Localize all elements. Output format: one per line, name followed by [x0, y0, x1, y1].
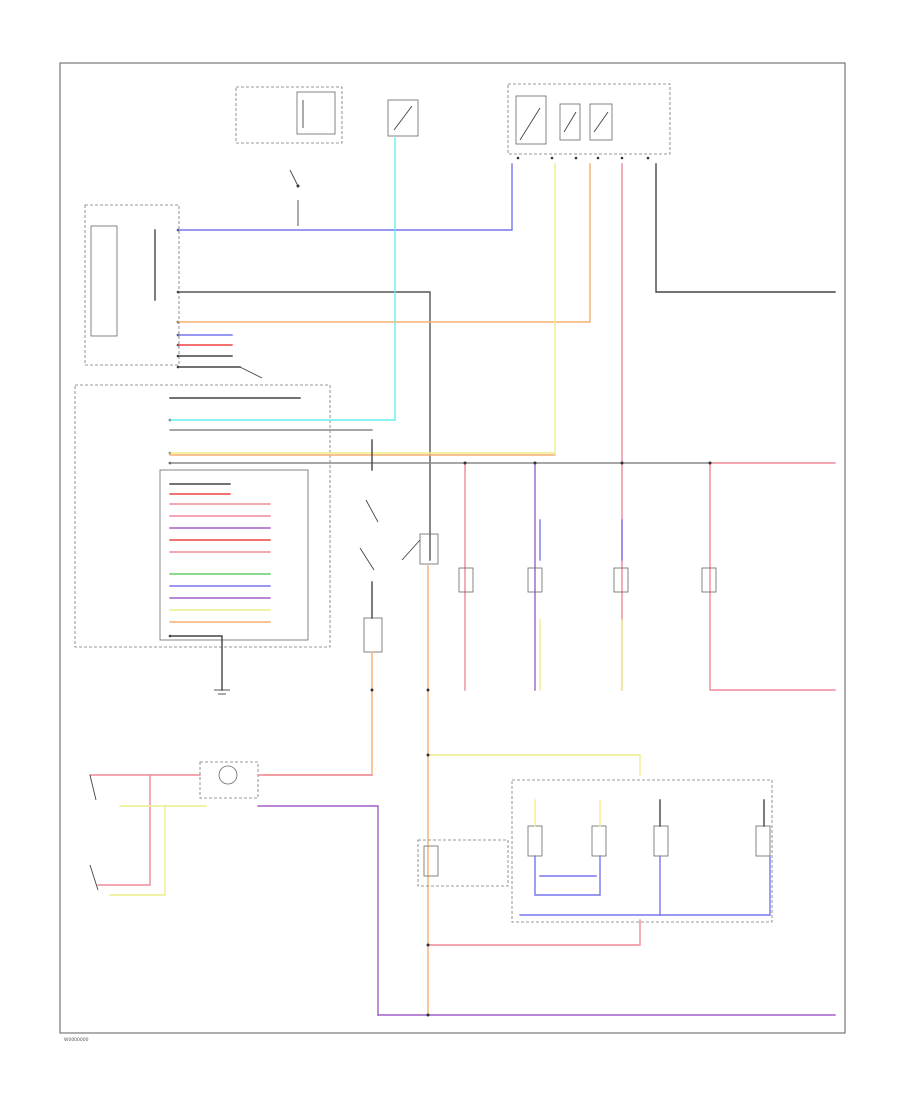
cargo-switch-box	[387, 99, 419, 137]
meter-wire-group-b	[169, 573, 271, 623]
lower-lamp-group-box	[511, 779, 773, 923]
center-relay-contact	[401, 539, 421, 561]
bcm-internal-block	[90, 225, 118, 337]
wire-meter-ground	[169, 635, 223, 691]
wire-yellow-lower	[427, 754, 641, 776]
wire-ground-switch	[239, 366, 263, 379]
wire-yellow-down-left	[109, 805, 166, 896]
module-pin-dots	[168, 228, 180, 638]
lower-center-device	[423, 845, 439, 877]
wire-blue-top	[177, 163, 513, 231]
meter-wire-group-a	[169, 483, 271, 553]
wire-cyan	[169, 137, 396, 421]
wire-pink-lower	[427, 919, 641, 946]
meter-connector-block	[159, 469, 309, 641]
wire-orange-top	[177, 163, 591, 323]
ground-switch-a	[289, 169, 299, 187]
door-switch-contact-b	[89, 864, 99, 891]
lamp-symbols-upper	[458, 567, 717, 593]
wire-black-main	[177, 291, 431, 561]
relay-b	[559, 103, 581, 141]
cargo-switch-contact	[393, 105, 413, 131]
relay-box-right	[507, 83, 671, 155]
center-switch-contact	[365, 499, 379, 523]
pedal-switch-symbol	[218, 765, 238, 785]
center-lower-device	[363, 617, 383, 653]
lower-center-device-box	[417, 839, 509, 887]
center-junction-dots	[370, 688, 430, 1017]
relay-c-contact	[593, 111, 609, 133]
lamp-nodes-upper	[463, 461, 712, 465]
fuse-block-relay	[296, 91, 336, 135]
relay-a	[515, 95, 547, 145]
wire-black-right	[655, 163, 836, 293]
body-control-module-top	[84, 204, 180, 366]
door-switch-contact-a	[89, 774, 97, 801]
wire-yellow-top	[169, 163, 556, 454]
diagram-frame	[59, 62, 846, 1034]
wire-purple-lower	[257, 805, 379, 1016]
relay-b-contact	[563, 111, 577, 133]
lower-lamp-symbols	[527, 825, 771, 857]
relay-c	[589, 103, 613, 141]
lamp-group-upper	[464, 462, 836, 691]
wire-pink-down-left	[97, 774, 151, 886]
center-relay-box	[419, 533, 439, 565]
pedal-switch-box	[199, 761, 259, 799]
fuse-block-top	[235, 86, 343, 144]
relay-connector-row	[516, 156, 650, 160]
relay-a-contact	[519, 107, 541, 141]
wire-orange-left-lower	[263, 651, 373, 776]
ground-switch-a-node	[296, 184, 300, 188]
lower-lamp-wires	[519, 799, 771, 916]
diagram-footer-code: W0000000	[64, 1037, 89, 1043]
combination-meter-module	[74, 384, 331, 648]
center-switch-contact-b	[359, 547, 375, 571]
